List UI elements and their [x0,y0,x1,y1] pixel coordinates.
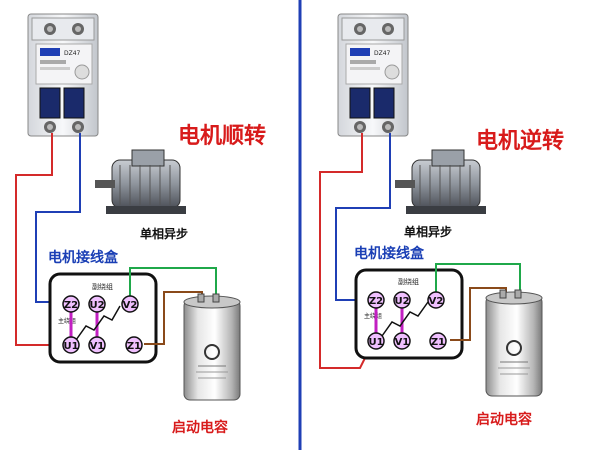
svg-text:Z1: Z1 [431,337,445,348]
svg-text:Z1: Z1 [127,341,141,352]
motor-image-right [395,149,486,214]
terminal-v2: V2 [121,295,139,313]
breaker-brand-right: DZ47 [374,50,391,57]
motor-label-right: 单相异步 [404,224,452,239]
wire-blue-neutral [35,133,81,303]
svg-text:V2: V2 [123,300,138,311]
terminal-z1-right: Z1 [429,332,447,350]
capacitor-label-right: 启动电容 [476,411,532,428]
terminal-u1: U1 [62,336,80,354]
junction-box-label: 电机接线盒 [48,249,119,266]
svg-text:U2: U2 [89,300,104,311]
svg-text:U1: U1 [368,337,383,348]
winding-aux-label-right: 副绕组 [398,277,419,286]
breaker-handle-left [39,87,61,119]
terminal-u1-right: U1 [367,332,385,350]
terminal-z2-right: Z2 [367,291,385,309]
winding-curve-right [381,301,429,337]
svg-text:Z2: Z2 [64,300,78,311]
wire-green-cap [129,267,217,300]
circuit-breaker-right: DZ47 [337,13,409,137]
terminal-v1-right: V1 [393,332,411,350]
terminal-u2: U2 [88,295,106,313]
winding-aux-label: 副绕组 [92,282,113,291]
svg-text:U2: U2 [394,296,409,307]
terminal-u2-right: U2 [393,291,411,309]
panel-title: 电机顺转 [178,123,266,149]
svg-text:V1: V1 [395,337,410,348]
svg-text:U1: U1 [63,341,78,352]
terminal-v1: V1 [88,336,106,354]
wire-red-live-right [319,133,375,369]
wire-green-cap-right [435,263,521,296]
junction-box-label-right: 电机接线盒 [354,245,425,262]
circuit-breaker: DZ47 [27,13,99,137]
capacitor-label: 启动电容 [172,419,228,436]
breaker-brand: DZ47 [64,50,81,57]
start-capacitor-right [485,289,543,397]
terminal-v2-right: V2 [427,291,445,309]
svg-text:Z2: Z2 [369,296,383,307]
winding-curve [75,305,121,341]
panel-title-right: 电机逆转 [476,128,564,154]
terminal-z2: Z2 [62,295,80,313]
panel-left: DZ47 电机顺转 单相异步 电机接线盒 [15,13,266,436]
motor-image [95,149,186,214]
panel-right: DZ47 电机逆转 单相异步 电机接线盒 副绕组 主 [319,13,564,428]
winding-main-label-right: 主绕组 [364,312,382,320]
winding-main-label: 主绕组 [58,317,76,325]
wire-blue-neutral-right [335,133,391,301]
wire-red-live [15,133,60,346]
svg-text:V2: V2 [429,296,444,307]
start-capacitor [183,293,241,401]
motor-label: 单相异步 [140,226,188,241]
terminal-z1: Z1 [125,336,143,354]
svg-text:V1: V1 [90,341,105,352]
